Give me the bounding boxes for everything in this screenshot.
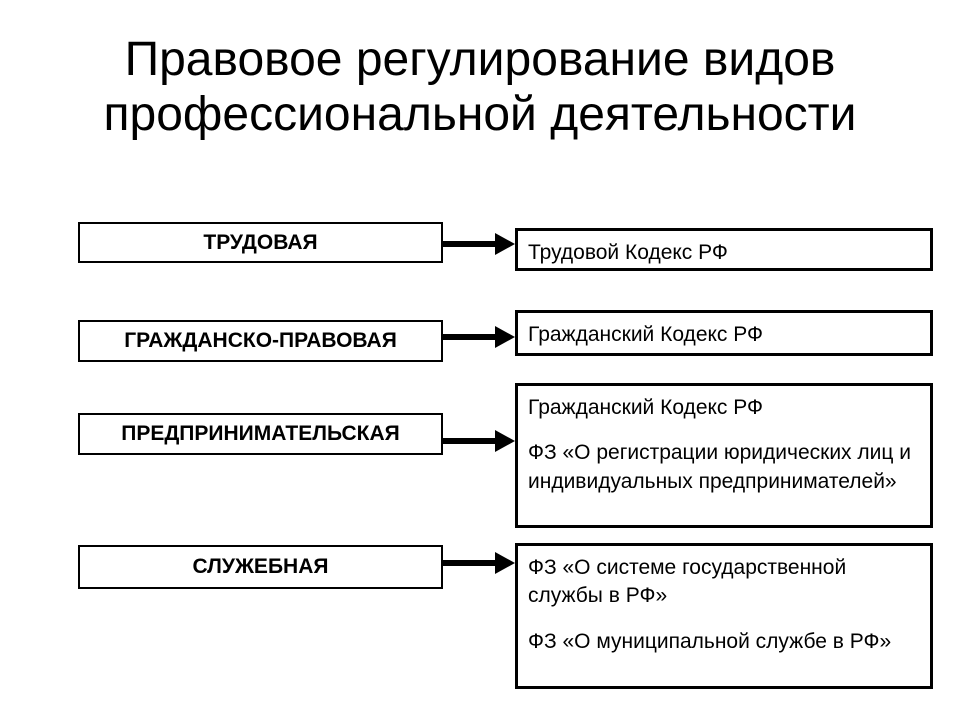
arrow-right-icon — [495, 326, 515, 348]
activity-box-predprinimatelskaya: ПРЕДПРИНИМАТЕЛЬСКАЯ — [78, 413, 443, 455]
arrow-right-icon — [495, 552, 515, 574]
activity-box-trudovaya: ТРУДОВАЯ — [78, 222, 443, 263]
regulation-text: ФЗ «О регистрации юридических лиц и инди… — [528, 441, 911, 493]
arrow-right-icon — [495, 233, 515, 255]
regulation-box-row-2: Гражданский Кодекс РФ — [515, 310, 933, 356]
regulation-text: Гражданский Кодекс РФ — [528, 323, 763, 346]
regulation-box-row-1: Трудовой Кодекс РФ — [515, 228, 933, 271]
regulation-text: ФЗ «О муниципальной службе в РФ» — [528, 629, 892, 653]
regulation-box-row-3: Гражданский Кодекс РФ ФЗ «О регистрации … — [515, 383, 933, 528]
arrow-line — [443, 560, 495, 566]
arrow-row-4 — [443, 552, 515, 574]
arrow-row-2 — [443, 326, 515, 348]
activity-box-sluzhebnaya: СЛУЖЕБНАЯ — [78, 545, 443, 589]
arrow-line — [443, 241, 495, 247]
regulation-text: Гражданский Кодекс РФ — [528, 396, 763, 419]
regulation-box-row-4: ФЗ «О системе государственной службы в Р… — [515, 543, 933, 689]
arrow-right-icon — [495, 430, 515, 452]
arrow-line — [443, 438, 495, 444]
slide-title: Правовое регулирование видов профессиона… — [103, 33, 857, 142]
activity-box-grazhdansko-pravovaya: ГРАЖДАНСКО-ПРАВОВАЯ — [78, 320, 443, 362]
arrow-row-1 — [443, 233, 515, 255]
regulation-text: Трудовой Кодекс РФ — [528, 241, 728, 264]
regulation-text: ФЗ «О системе государственной службы в Р… — [528, 556, 847, 608]
arrow-line — [443, 334, 495, 340]
arrow-row-3 — [443, 430, 515, 452]
